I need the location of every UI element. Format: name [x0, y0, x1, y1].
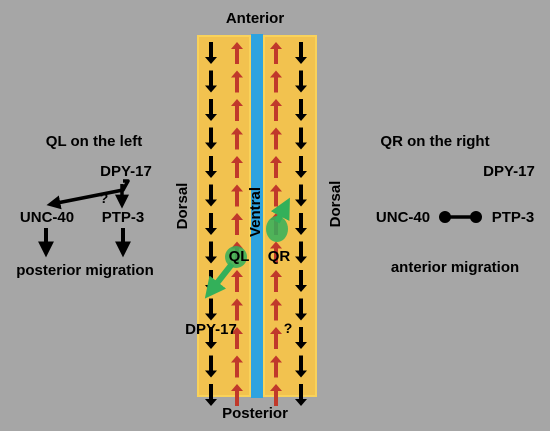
dorsal-label-right: Dorsal	[327, 181, 344, 228]
up-arrow-right-inner	[270, 156, 282, 178]
right-ptp3: PTP-3	[492, 209, 535, 226]
up-arrow-right-inner	[270, 241, 282, 264]
down-arrow-left-outer	[205, 42, 217, 64]
down-arrow-right-outer	[295, 384, 307, 406]
unc40-binding-dot	[439, 211, 451, 223]
down-arrow-right-outer	[295, 156, 307, 178]
down-arrow-right-outer	[295, 241, 307, 264]
down-arrow-right-outer	[295, 298, 307, 321]
up-arrow-right-inner	[270, 184, 282, 207]
down-arrow-left-outer	[205, 184, 217, 207]
right-outcome: anterior migration	[391, 259, 519, 276]
down-arrow-right-outer	[295, 70, 307, 93]
down-arrow-left-outer	[205, 355, 217, 378]
up-arrow-left-inner	[231, 355, 243, 378]
down-arrow-right-outer	[295, 327, 307, 349]
ql-cell	[225, 246, 247, 268]
up-arrow-left-inner	[231, 384, 243, 406]
dorsal-label-left: Dorsal	[174, 183, 191, 230]
right-unc40: UNC-40	[376, 209, 430, 226]
dpy17-to-unc40-arrow	[46, 179, 130, 210]
up-arrow-left-inner	[231, 184, 243, 207]
down-arrow-left-outer	[205, 241, 217, 264]
down-arrow-left-outer	[205, 298, 217, 321]
dpy17-center-label: DPY-17	[185, 321, 237, 338]
down-arrow-right-outer	[295, 99, 307, 121]
qr-label: QR	[268, 248, 291, 265]
posterior-label: Posterior	[222, 405, 288, 422]
down-arrow-right-outer	[295, 127, 307, 150]
anterior-label: Anterior	[226, 10, 285, 27]
up-arrow-right-inner	[270, 270, 282, 292]
down-arrow-right-outer	[295, 213, 307, 235]
down-arrow-left-outer	[205, 327, 217, 349]
left-question-mark: ?	[100, 190, 109, 206]
qr-migration-arrow	[270, 197, 290, 224]
up-arrow-right-inner	[270, 298, 282, 321]
left-panel-title: QL on the left	[46, 133, 142, 150]
up-arrow-left-inner	[231, 127, 243, 150]
down-arrow-left-outer	[205, 99, 217, 121]
question-center-label: ?	[284, 320, 293, 336]
up-arrow-left-inner	[231, 327, 243, 349]
down-arrow-left-outer	[205, 213, 217, 235]
left-unc40: UNC-40	[20, 209, 74, 226]
left-ptp3: PTP-3	[102, 209, 145, 226]
ql-migration-arrow	[204, 262, 235, 299]
down-arrow-left-outer	[205, 156, 217, 178]
down-arrow-right-outer	[295, 184, 307, 207]
up-arrow-left-inner	[231, 213, 243, 235]
ql-label: QL	[229, 248, 250, 265]
right-dpy17: DPY-17	[483, 163, 535, 180]
up-arrow-right-inner	[270, 355, 282, 378]
up-arrow-right-inner	[270, 384, 282, 406]
right-panel-title: QR on the right	[380, 133, 489, 150]
down-arrow-left-outer	[205, 127, 217, 150]
up-arrow-left-inner	[231, 156, 243, 178]
up-arrow-right-inner	[270, 327, 282, 349]
up-arrow-right-inner	[270, 42, 282, 64]
qr-cell	[266, 216, 288, 242]
ventral-label: Ventral	[247, 187, 264, 237]
up-arrow-left-inner	[231, 42, 243, 64]
body-strip-right	[263, 35, 317, 397]
up-arrow-left-inner	[231, 99, 243, 121]
up-arrow-right-inner	[270, 99, 282, 121]
up-arrow-left-inner	[231, 270, 243, 292]
ptp3-binding-dot	[470, 211, 482, 223]
up-arrow-right-inner	[270, 70, 282, 93]
down-arrow-left-outer	[205, 384, 217, 406]
down-arrow-right-outer	[295, 355, 307, 378]
down-arrow-left-outer	[205, 70, 217, 93]
up-arrow-right-inner	[270, 127, 282, 150]
up-arrow-left-inner	[231, 298, 243, 321]
body-strip-left	[197, 35, 251, 397]
down-arrow-right-outer	[295, 42, 307, 64]
left-outcome: posterior migration	[16, 262, 154, 279]
up-arrow-left-inner	[231, 70, 243, 93]
left-dpy17: DPY-17	[100, 163, 152, 180]
down-arrow-right-outer	[295, 270, 307, 292]
ventral-nerve-cord	[251, 34, 263, 398]
